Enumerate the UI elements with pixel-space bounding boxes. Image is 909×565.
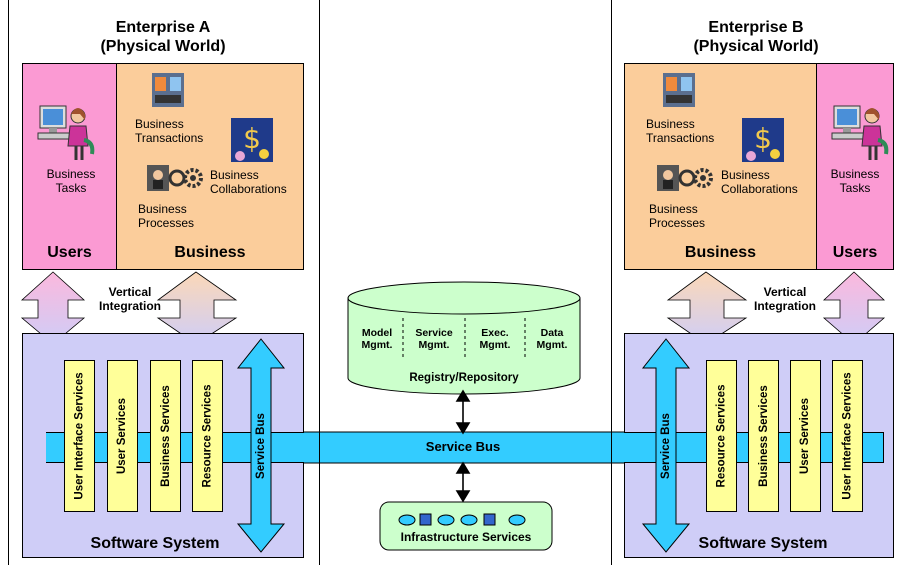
transactions-line1: Business: [135, 117, 184, 131]
registry-cell-line1: Data: [540, 327, 564, 339]
collaborations-line1: Business: [210, 168, 259, 182]
enterprise-b-transactions-label: Business Transactions: [646, 117, 714, 145]
central-service-bus-label: Service Bus: [425, 439, 501, 454]
enterprise-a-title: Enterprise A (Physical World): [8, 18, 318, 56]
business-tasks-line1: Business: [46, 167, 96, 181]
service-label: User Services: [116, 397, 129, 475]
vi-line2: Integration: [754, 299, 816, 313]
registry-label: Registry/Repository: [409, 372, 519, 384]
enterprise-a-business-tasks-label: Business Tasks: [36, 167, 106, 195]
enterprise-a-title-line1: Enterprise A: [115, 19, 211, 36]
business-tasks-line1: Business: [830, 167, 880, 181]
registry-cell-exec: Exec. Mgmt.: [467, 327, 523, 351]
service-label: Resource Services: [201, 384, 214, 488]
enterprise-b-frame: [611, 0, 902, 565]
enterprise-a-frame: [8, 0, 320, 565]
business-tasks-line2: Tasks: [839, 181, 871, 195]
collaborations-line2: Collaborations: [210, 182, 287, 196]
enterprise-b-vertical-bus-label: Service Bus: [660, 413, 672, 479]
infrastructure-label: Infrastructure Services: [400, 530, 532, 544]
business-tasks-line2: Tasks: [55, 181, 87, 195]
enterprise-a-users-label: Users: [47, 244, 92, 261]
registry-cell-line2: Mgmt.: [479, 339, 511, 351]
vi-line2: Integration: [99, 299, 161, 313]
registry-cell-line2: Mgmt.: [361, 339, 393, 351]
processes-line1: Business: [138, 202, 187, 216]
enterprise-b-software-label: Software System: [698, 535, 828, 552]
collaborations-line1: Business: [721, 168, 770, 182]
enterprise-b-title: Enterprise B (Physical World): [611, 18, 901, 56]
service-label: Resource Services: [715, 384, 728, 488]
registry-cell-model: Model Mgmt.: [352, 327, 402, 351]
business-collaborations-icon: $: [231, 118, 273, 162]
enterprise-b-vertical-bus-arrow: [641, 338, 691, 553]
processes-line1: Business: [649, 202, 698, 216]
enterprise-b-vertical-integration-label: Vertical Integration: [740, 285, 830, 313]
user-at-computer-icon: [37, 105, 95, 160]
enterprise-a-service-col-2: User Services: [107, 360, 138, 512]
svg-text:$: $: [243, 122, 261, 155]
enterprise-a-service-col-1: User Interface Services: [64, 360, 95, 512]
business-transactions-icon: [663, 73, 695, 107]
collaborations-line2: Collaborations: [721, 182, 798, 196]
registry-bus-arrow: [455, 389, 471, 435]
enterprise-a-service-col-4: Resource Services: [192, 360, 223, 512]
business-collaborations-icon: $: [742, 118, 784, 162]
service-label: User Services: [799, 397, 812, 475]
service-label: Business Services: [757, 385, 770, 487]
registry-cell-data: Data Mgmt.: [527, 327, 577, 351]
registry-cell-line1: Exec.: [481, 327, 509, 339]
transactions-line1: Business: [646, 117, 695, 131]
enterprise-a-vertical-bus-label: Service Bus: [255, 413, 267, 479]
enterprise-b-business-box: [624, 63, 817, 270]
enterprise-b-business-tasks-label: Business Tasks: [820, 167, 890, 195]
enterprise-a-collaborations-label: Business Collaborations: [210, 168, 287, 196]
vi-line1: Vertical: [763, 285, 807, 299]
enterprise-b-collaborations-label: Business Collaborations: [721, 168, 798, 196]
svg-text:$: $: [754, 122, 772, 155]
enterprise-b-service-col-3: User Services: [790, 360, 821, 512]
business-processes-icon: [657, 165, 713, 191]
infrastructure-node-icons: [398, 513, 526, 526]
business-transactions-icon: [152, 73, 184, 107]
registry-cell-line1: Service: [415, 327, 453, 339]
enterprise-a-software-label: Software System: [90, 535, 220, 552]
user-at-computer-icon: [831, 105, 889, 160]
registry-cell-line1: Model: [361, 327, 393, 339]
enterprise-b-processes-label: Business Processes: [649, 202, 705, 230]
enterprise-a-service-col-3: Business Services: [150, 360, 181, 512]
enterprise-a-business-label: Business: [174, 244, 246, 261]
vi-line1: Vertical: [108, 285, 152, 299]
enterprise-a-processes-label: Business Processes: [138, 202, 194, 230]
enterprise-a-vertical-integration-label: Vertical Integration: [90, 285, 170, 313]
service-label: User Interface Services: [841, 372, 854, 500]
transactions-line2: Transactions: [646, 131, 715, 145]
enterprise-a-title-line2: (Physical World): [100, 38, 226, 55]
registry-cylinder: [347, 281, 581, 395]
registry-cell-line2: Mgmt.: [418, 339, 450, 351]
enterprise-a-users-box: [22, 63, 117, 270]
enterprise-b-users-label: Users: [832, 244, 878, 261]
processes-line2: Processes: [649, 216, 706, 230]
business-processes-icon: [147, 165, 203, 191]
enterprise-b-service-col-1: Resource Services: [706, 360, 737, 512]
enterprise-b-title-line2: (Physical World): [693, 38, 819, 55]
enterprise-a-transactions-label: Business Transactions: [135, 117, 203, 145]
enterprise-a-business-box: [116, 63, 304, 270]
registry-cell-line2: Mgmt.: [536, 339, 568, 351]
enterprise-b-users-box: [816, 63, 894, 270]
service-label: Business Services: [159, 385, 172, 487]
enterprise-b-service-col-4: User Interface Services: [832, 360, 863, 512]
transactions-line2: Transactions: [135, 131, 204, 145]
processes-line2: Processes: [138, 216, 195, 230]
bus-infra-arrow: [455, 461, 471, 503]
enterprise-b-title-line1: Enterprise B: [708, 19, 804, 36]
enterprise-b-business-label: Business: [684, 244, 757, 261]
enterprise-a-vertical-bus-arrow: [236, 338, 286, 553]
service-label: User Interface Services: [73, 372, 86, 500]
registry-cell-service: Service Mgmt.: [405, 327, 463, 351]
enterprise-b-service-col-2: Business Services: [748, 360, 779, 512]
enterprise-b-bus-segment-end: [883, 432, 884, 463]
